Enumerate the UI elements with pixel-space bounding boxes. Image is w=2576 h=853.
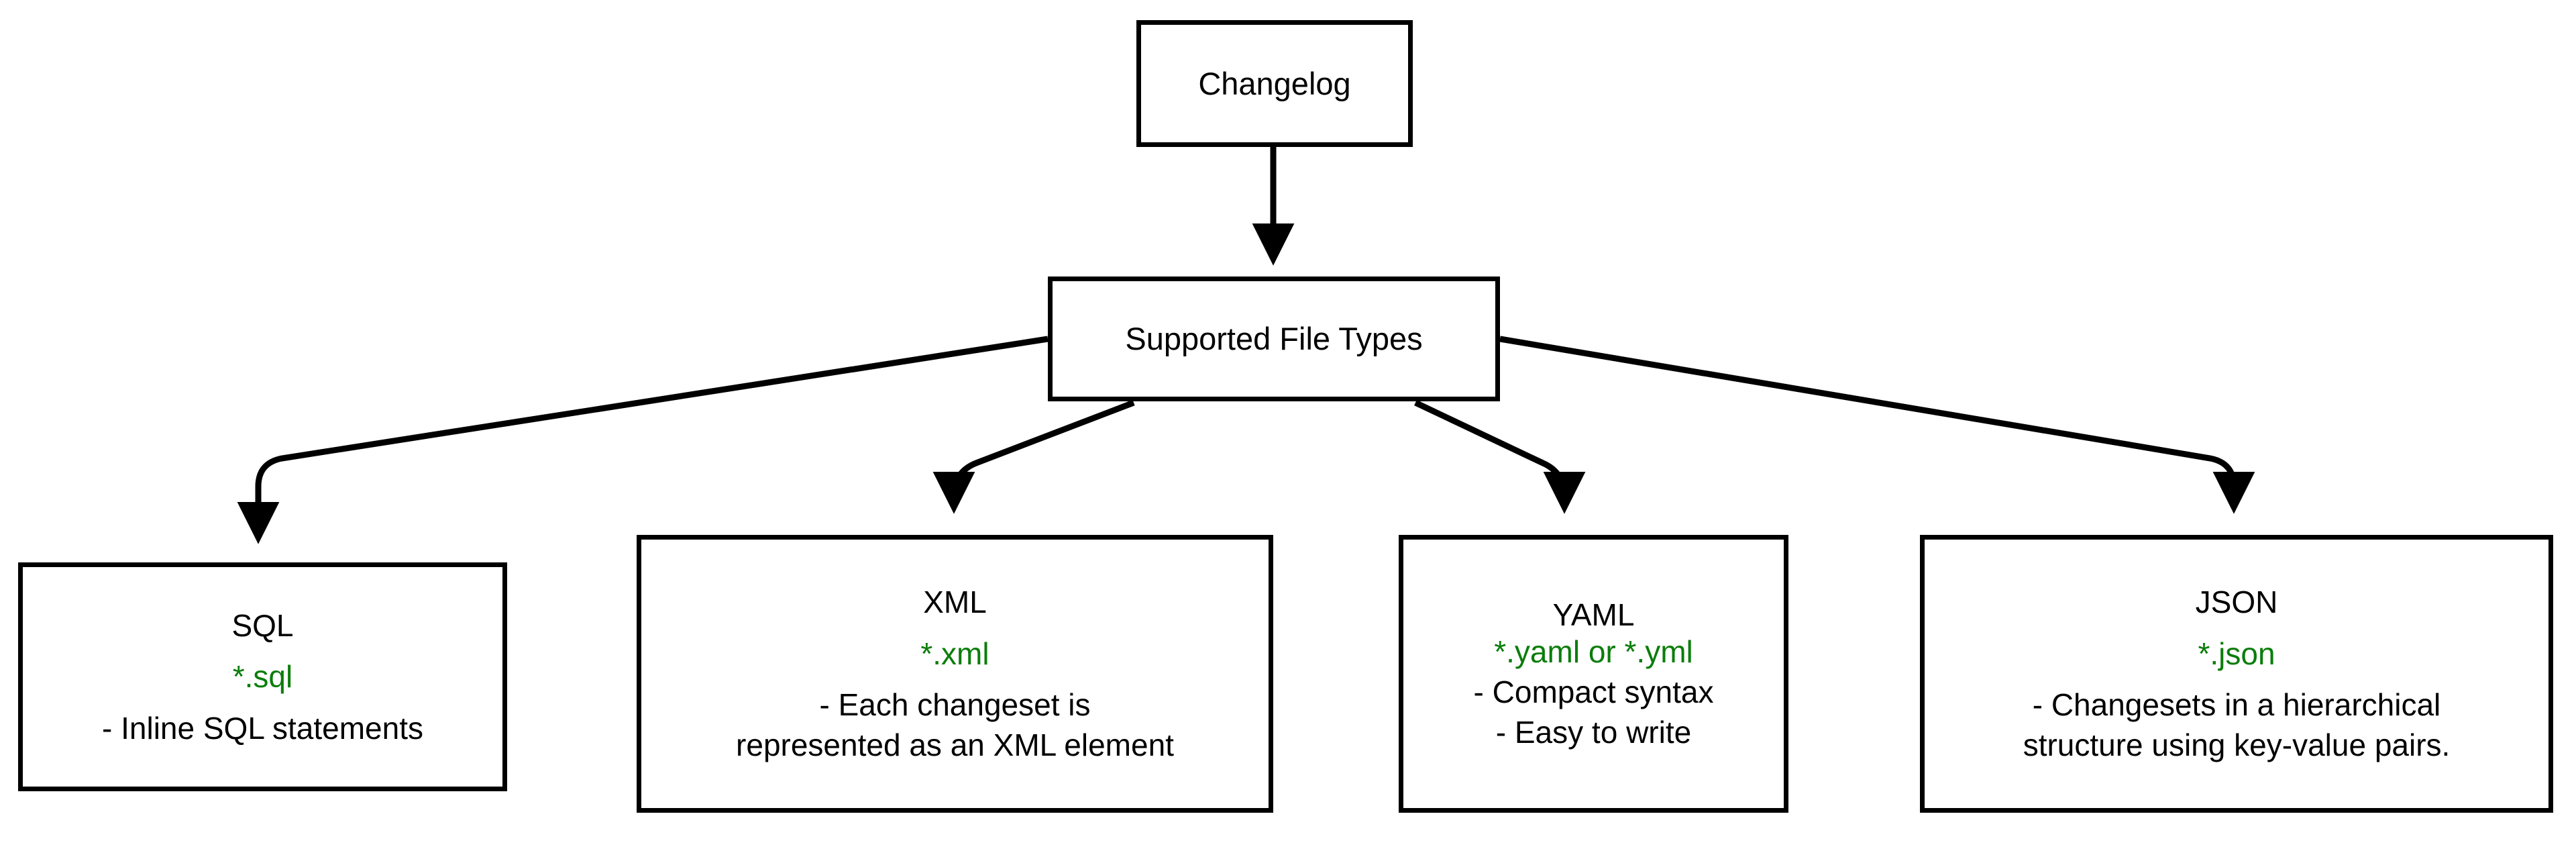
- node-json-title: JSON: [2195, 585, 2278, 620]
- node-sql-extension: *.sql: [232, 659, 293, 695]
- node-xml-extension: *.xml: [920, 636, 989, 671]
- node-json-extension: *.json: [2198, 636, 2275, 671]
- node-yaml-description-line-2: - Easy to write: [1495, 715, 1692, 750]
- edge-supported-to-xml: [932, 399, 1135, 514]
- edge-supported-to-json: [1499, 336, 2255, 514]
- node-changelog[interactable]: Changelog: [1136, 20, 1413, 147]
- edge-supported-to-yaml: [1414, 399, 1586, 514]
- node-yaml-extension: *.yaml or *.yml: [1494, 634, 1693, 669]
- node-supported-file-types[interactable]: Supported File Types: [1048, 277, 1500, 401]
- node-xml-description-line-1: - Each changeset is: [819, 687, 1091, 722]
- node-yaml-description-line-1: - Compact syntax: [1473, 674, 1714, 709]
- node-sql[interactable]: SQL *.sql - Inline SQL statements: [18, 562, 507, 791]
- node-json-description-line-2: structure using key-value pairs.: [2023, 727, 2451, 763]
- node-changelog-label: Changelog: [1198, 65, 1351, 101]
- node-sql-title: SQL: [231, 608, 294, 644]
- node-xml-description-line-2: represented as an XML element: [736, 727, 1174, 763]
- node-xml[interactable]: XML *.xml - Each changeset is represente…: [637, 535, 1273, 813]
- node-yaml[interactable]: YAML *.yaml or *.yml - Compact syntax - …: [1399, 535, 1788, 813]
- node-json[interactable]: JSON *.json - Changesets in a hierarchic…: [1920, 535, 2553, 813]
- node-supported-file-types-label: Supported File Types: [1125, 321, 1423, 357]
- node-xml-title: XML: [923, 585, 987, 620]
- node-yaml-title: YAML: [1552, 597, 1635, 633]
- edge-supported-to-sql: [237, 336, 1049, 544]
- node-sql-description-line-1: - Inline SQL statements: [102, 710, 423, 746]
- node-json-description-line-1: - Changesets in a hierarchical: [2032, 687, 2441, 722]
